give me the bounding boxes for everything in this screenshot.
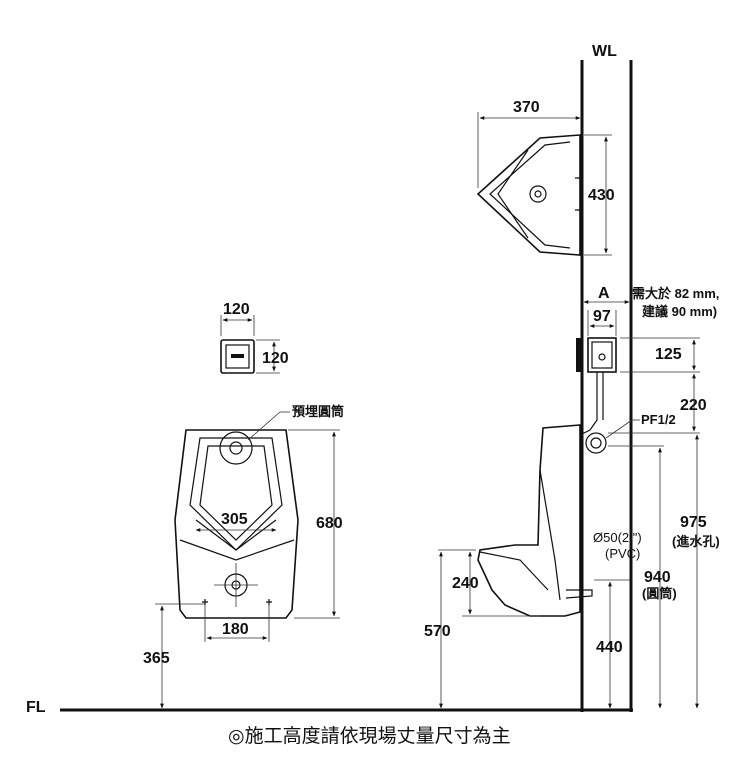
dim-side-bowl-depth: 240 — [452, 575, 479, 592]
dim-niche-width: 97 — [593, 308, 611, 325]
footer-note: ◎施工高度請依現場丈量尺寸為主 — [228, 725, 511, 747]
side-view-urinal: A 97 需大於 82 mm, 建議 90 mm) 125 220 PF1/2 … — [424, 285, 720, 709]
dim-top-depth: 430 — [588, 187, 615, 204]
dim-front-inner-width: 305 — [221, 511, 248, 528]
niche-note-line1: 需大於 82 mm, — [632, 286, 719, 301]
floor-label: FL — [26, 699, 46, 716]
niche-note-line2: 建議 90 mm) — [642, 304, 717, 319]
dim-valve-to-inlet: 220 — [680, 397, 707, 414]
valve-cover-front-view: 120 120 — [220, 301, 289, 374]
dim-floor-to-bottom: 365 — [143, 650, 170, 667]
niche-label: A — [598, 285, 610, 302]
wall: WL — [580, 43, 633, 712]
inlet-note: (進水孔) — [672, 534, 720, 549]
front-view-urinal: 預埋圓筒 305 180 680 365 — [143, 404, 344, 709]
embedded-pipe-label: 預埋圓筒 — [292, 404, 344, 419]
top-view-urinal: 370 430 — [476, 99, 615, 256]
wall-label: WL — [592, 43, 617, 60]
dim-valve-box-height: 125 — [655, 346, 682, 363]
floor-line: FL — [26, 699, 633, 716]
dim-box-height: 120 — [262, 350, 289, 367]
dim-pipe-height: 940 — [644, 569, 671, 586]
drain-material-label: (PVC) — [605, 546, 640, 561]
dim-inlet-height: 975 — [680, 514, 707, 531]
dim-front-base-width: 180 — [222, 621, 249, 638]
valve-thread-label: PF1/2 — [641, 412, 676, 427]
dim-box-width: 120 — [223, 301, 250, 318]
dim-drain-height: 440 — [596, 639, 623, 656]
dim-top-width: 370 — [513, 99, 540, 116]
dim-front-height: 680 — [316, 515, 343, 532]
pipe-note: (圓筒) — [642, 586, 677, 601]
drain-size-label: Ø50(2 ") — [593, 530, 642, 545]
dim-side-rim-height: 570 — [424, 623, 451, 640]
